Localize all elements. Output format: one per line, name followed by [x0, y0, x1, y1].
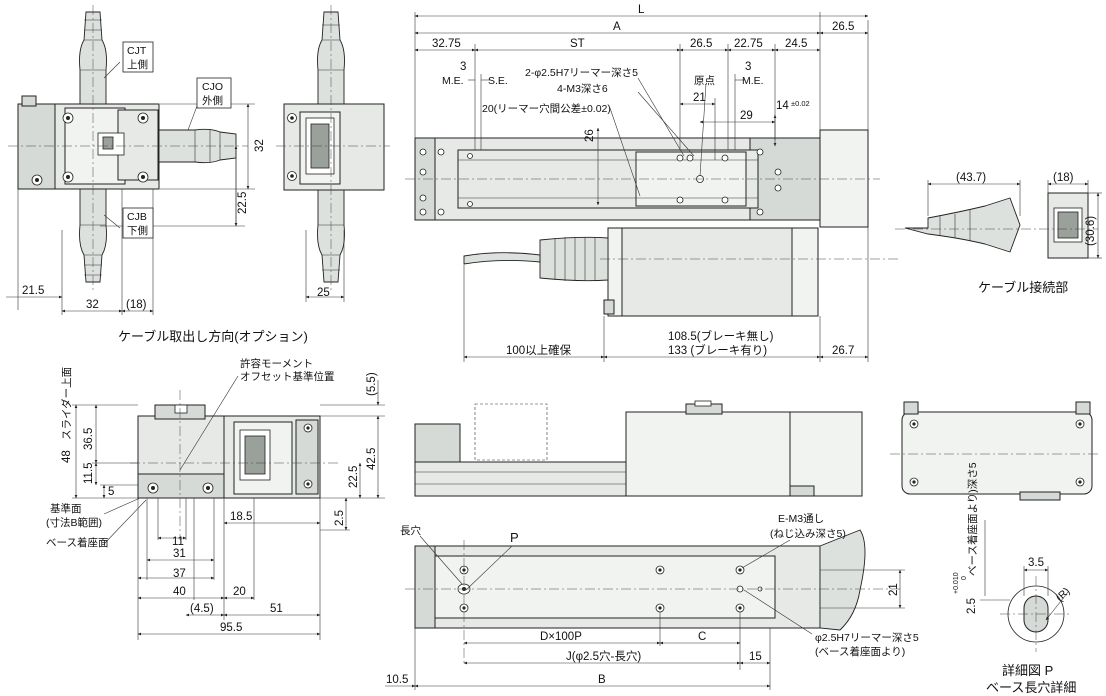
- label-se: S.E.: [488, 75, 508, 87]
- cable-direction-side-view: [276, 5, 390, 302]
- dim-DxP: D×100P: [540, 631, 582, 643]
- dim-43-7: (43.7): [956, 172, 986, 184]
- dim-B: B: [598, 674, 606, 686]
- cjt-sub-label: 上側: [127, 58, 148, 71]
- cable-connector-view: [895, 180, 1102, 259]
- dim-22-5-v: 22.5: [237, 192, 249, 214]
- dim-25: 25: [317, 287, 330, 299]
- label-long-hole: 長穴: [400, 524, 421, 537]
- cjb-label-box: [122, 207, 154, 239]
- dim-133: 133 (ブレーキ有り): [668, 343, 767, 357]
- label-moment-2: オフセット基準位置: [240, 370, 335, 383]
- dim-18-h: (18): [126, 299, 147, 311]
- label-ref-plane: 基準面: [50, 502, 82, 515]
- detail-depth: 2.5: [966, 598, 978, 614]
- cjb-label: CJB: [127, 211, 147, 223]
- dim-18-5: 18.5: [230, 511, 252, 523]
- cjt-label: CJT: [127, 45, 147, 57]
- dim-26-v: 26: [584, 129, 596, 142]
- cjb-sub-label: 下側: [127, 224, 148, 237]
- label-me-right: M.E.: [742, 75, 764, 87]
- dim-3-left: 3: [460, 61, 466, 73]
- dim-32-v: 32: [254, 139, 266, 152]
- label-P: P: [510, 530, 519, 545]
- label-base-seat: ベース着座面: [46, 536, 108, 549]
- detail-tol-top: +0.010: [953, 572, 960, 594]
- label-reamer-b2: (ベース着座面より): [815, 645, 905, 658]
- dim-A: A: [613, 21, 621, 33]
- dim-26-7: 26.7: [832, 345, 854, 357]
- label-moment-1: 許容モーメント: [240, 357, 313, 370]
- dim-21-5: 21.5: [22, 285, 44, 297]
- label-reamer-pitch: 20(リーマー穴間公差±0.02): [482, 102, 611, 115]
- dim-11-5: 11.5: [83, 462, 95, 484]
- dim-11: 11: [172, 536, 184, 548]
- dim-5-5: (5.5): [366, 372, 378, 396]
- dim-42-5: 42.5: [366, 448, 378, 470]
- dim-26-5: 26.5: [690, 38, 712, 50]
- dim-22-5-b: 22.5: [348, 466, 360, 488]
- dim-31: 31: [173, 548, 186, 560]
- dim-95-5: 95.5: [220, 622, 242, 634]
- dim-4-5: (4.5): [190, 603, 214, 615]
- cable-direction-title: ケーブル取出し方向(オプション): [118, 329, 308, 344]
- dim-108-5: 108.5(ブレーキ無し): [668, 329, 774, 343]
- label-origin: 原点: [694, 75, 715, 87]
- dim-51: 51: [270, 603, 283, 615]
- label-slider-top: スライダー上面: [60, 367, 73, 440]
- label-em3-2: (ねじ込み深さ5): [770, 528, 846, 540]
- label-ref-plane-sub: (寸法B範囲): [46, 516, 102, 529]
- actuator-end-view: [72, 375, 385, 640]
- label-em3-1: E-M3通し: [778, 513, 824, 525]
- detail-subtitle: ベース長穴詳細: [986, 680, 1076, 695]
- dim-48: 48: [61, 450, 73, 463]
- label-reamer-b1: φ2.5H7リーマー深さ5: [815, 632, 919, 644]
- actuator-end-elevation: [890, 401, 1100, 501]
- dim-40: 40: [173, 586, 186, 598]
- dim-26-5-top: 26.5: [832, 21, 854, 33]
- dim-5-v: 5: [108, 486, 114, 498]
- label-me-left: M.E.: [442, 75, 464, 87]
- cjo-label: CJO: [202, 81, 223, 93]
- dim-29: 29: [740, 110, 753, 122]
- dim-100: 100以上確保: [506, 343, 572, 357]
- dim-3-5: 3.5: [1028, 557, 1044, 569]
- detail-title: 詳細図 P: [1002, 663, 1053, 678]
- cable-direction-front-view: [6, 5, 255, 315]
- cable-connection-title: ケーブル接続部: [978, 280, 1068, 295]
- dim-14: 14: [776, 100, 789, 112]
- dim-21-b: 21: [888, 583, 900, 596]
- dim-10-5: 10.5: [386, 674, 408, 686]
- dim-18-conn: (18): [1053, 172, 1074, 184]
- dim-20: 20: [233, 586, 246, 598]
- dim-L: L: [638, 4, 645, 16]
- dim-3-right: 3: [745, 61, 751, 73]
- detail-tol-bot: 0: [961, 576, 968, 580]
- dim-30-6: (30.6): [1085, 216, 1097, 246]
- dim-14-tol: ±0.02: [791, 99, 810, 108]
- dim-C: C: [698, 631, 706, 643]
- dim-32-h: 32: [86, 299, 99, 311]
- label-m3-4: 4-M3深さ6: [557, 83, 608, 95]
- detail-p-view: [980, 520, 1072, 652]
- dim-37: 37: [173, 568, 186, 580]
- dim-21-top: 21: [693, 92, 706, 104]
- dim-22-75: 22.75: [734, 38, 763, 50]
- cjt-label-box: [122, 41, 154, 73]
- dim-ST: ST: [570, 38, 585, 50]
- dim-J: J(φ2.5穴-長穴): [566, 649, 641, 663]
- dim-2-5: 2.5: [334, 510, 346, 526]
- detail-depth-note: ベース着座面より)深さ5: [966, 462, 979, 576]
- actuator-side-elevation: [414, 400, 863, 497]
- dim-32-75: 32.75: [432, 38, 461, 50]
- label-reamer-2: 2-φ2.5H7リーマー深さ5: [525, 67, 638, 79]
- dim-15: 15: [749, 651, 762, 663]
- actuator-base-view: [385, 529, 905, 690]
- cjo-label-box: [196, 77, 232, 109]
- actuator-top-view: [405, 12, 900, 362]
- cjo-sub-label: 外側: [202, 94, 223, 107]
- dim-24-5: 24.5: [785, 38, 807, 50]
- dim-36-5: 36.5: [83, 428, 95, 450]
